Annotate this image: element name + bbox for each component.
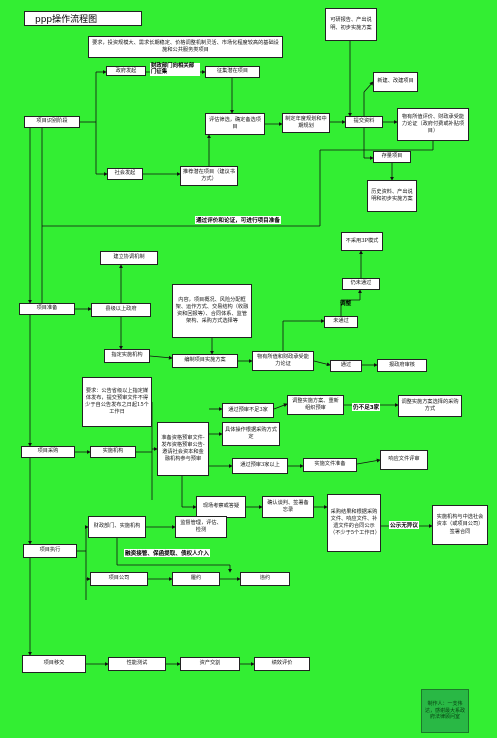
connector-line: [273, 403, 288, 410]
prequal-under-3-box: 通过预审不足3家: [222, 403, 274, 418]
prepare-stage-box: 项目准备: [19, 303, 75, 315]
project-company-box: 项目公司: [90, 572, 148, 586]
compile-plan-box: 编制项目实施方案: [172, 354, 238, 368]
page-title: ppp操作流程图: [24, 11, 142, 26]
finance-agency-box: 财政部门、实施机构: [88, 516, 146, 538]
adjust-label: 调整: [340, 301, 352, 307]
performance-test-box: 性能测试: [108, 657, 166, 671]
coordination-box: 建立协调机制: [100, 251, 158, 265]
no-objection-label: 公示无异议: [389, 521, 419, 529]
feasibility-report-box: 可研报告、产出说明、初步实施方案: [325, 8, 377, 41]
adjust-plan-box: 调整实施方案、重新组织预审: [287, 395, 344, 415]
adjust-method-box: 调整实施方案选择的采购方式: [398, 395, 462, 417]
procurement-requirements-box: 要求：公告省级以上指定媒体发布，提交预审文件不得少于自公告发布之日起15个工作日: [82, 377, 152, 427]
passed-box: 通过: [330, 360, 362, 372]
prepare-docs-box: 实施文件准备: [303, 458, 357, 472]
designate-agency-box: 指定实施机构: [104, 349, 150, 363]
connector-line: [313, 360, 331, 367]
connector-line: [363, 81, 374, 93]
new-project-box: 新建、改建项目: [373, 72, 418, 92]
method-detail-box: 具体操作根据采购方式定: [222, 422, 280, 446]
implementing-agency-box: 实施机构: [90, 446, 136, 458]
asset-handover-box: 资产交割: [180, 657, 240, 671]
breach-box: 违约: [240, 572, 290, 586]
supervision-box: 监督管理，评估、检测: [175, 516, 227, 538]
still-failed-box: 仍未通过: [342, 278, 380, 290]
history-materials-box: 历史资料、产出说明和初步实施方案: [367, 180, 417, 212]
submit-materials-box: 提交资料: [345, 116, 383, 128]
recommend-project-box: 推荐潜在项目（建议书方式）: [180, 166, 238, 186]
plan-contents-box: 内容，项目概况、风险分配框架、运作方式、交易结构（收融资和回报等）、合同体系、监…: [172, 284, 252, 338]
procurement-stage-box: 项目采购: [21, 446, 75, 458]
perform-box: 履约: [172, 572, 220, 586]
prequal-docs-box: 准备资格预审文件-发布资格预审公告-邀请社会资本和金融机构参与预审: [157, 422, 209, 476]
intro-box: 要求，投资规模大、需求长期稳定、价格调整机制灵活、市场化程度较高的基础设施和公共…: [88, 36, 283, 58]
annual-plan-box: 制定年度规划和中期规划: [282, 113, 330, 133]
financing-label: 融资接管、保函提取、债权人介入: [124, 549, 210, 557]
county-government-box: 县级以上政府: [91, 303, 151, 317]
negotiation-box: 确认谈判、签署备忘录: [262, 496, 314, 518]
social-initiate-box: 社会发起: [107, 168, 143, 180]
vfm-evaluation-box: 物有所值评价、财政承受能力论证（政府付费或补贴项目）: [397, 108, 469, 141]
performance-evaluation-box: 绩效评价: [254, 657, 310, 671]
pass-evaluation-label: 通过评价和论证，可进行项目准备: [195, 216, 281, 224]
author-note: 制作人：一支伟达，感谢最大系政府法律顾问室: [421, 689, 469, 733]
no-ppp-box: 不采用3P模式: [341, 232, 383, 251]
finance-dept-label: 财政部门向相关部门征集: [150, 63, 200, 76]
transfer-stage-box: 项目移交: [22, 655, 86, 673]
response-review-box: 响应文件评审: [380, 450, 428, 470]
connector-line: [149, 355, 173, 360]
connector-line: [356, 458, 381, 465]
screening-box: 评估筛选，确定备选项目: [205, 113, 265, 135]
not-passed-box: 未通过: [324, 316, 358, 328]
identify-stage-box: 项目识别阶段: [24, 116, 80, 128]
execution-stage-box: 项目执行: [23, 544, 77, 558]
collect-project-box: 征集潜在项目: [205, 66, 260, 78]
existing-project-box: 存量项目: [373, 151, 411, 163]
vfm-review-box: 物有所值和财政承受能力论证: [252, 351, 314, 371]
sign-contract-box: 实施机构与中选社会资本（或项目公司）签署合同: [432, 505, 488, 545]
site-visit-box: 现场考察或答疑: [196, 496, 246, 518]
still-under-3-label: 仍不足3家: [352, 403, 381, 411]
prequal-over-3-box: 通过预审3家以上: [232, 458, 288, 474]
government-initiate-box: 政府发起: [106, 66, 146, 76]
contract-publicity-box: 采购结果和根据采购文件、响应文件、补遗文件的合同公示（不少于5个工作日）: [327, 494, 381, 552]
submit-government-box: 报政府审核: [377, 359, 427, 372]
